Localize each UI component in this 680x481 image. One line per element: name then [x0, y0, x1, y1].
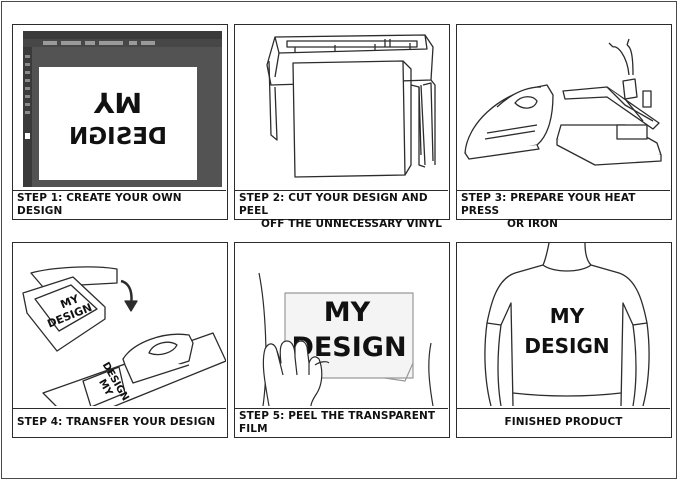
design-software-window-icon: MY DESIGN	[13, 25, 226, 188]
step-4-caption-text: STEP 4: TRANSFER YOUR DESIGN	[17, 416, 216, 428]
step-2-caption-line2: OFF THE UNNECESSARY VINYL	[260, 218, 442, 230]
step-3-caption-line1: STEP 3: PREPARE YOUR HEAT PRESS	[461, 192, 636, 217]
step-4-panel: MY DESIGN MY DESIGN STEP 4: TRANSFER YOU…	[12, 242, 228, 438]
step-2-caption-line1: STEP 2: CUT YOUR DESIGN AND PEEL	[239, 192, 428, 217]
finished-product-panel: MY DESIGN FINISHED PRODUCT	[456, 242, 672, 438]
heat-press-and-iron-icon	[457, 25, 670, 188]
design-text-design: DESIGN	[69, 124, 167, 150]
step-1-caption: STEP 1: CREATE YOUR OWN DESIGN	[13, 190, 226, 218]
step-2-panel: STEP 2: CUT YOUR DESIGN AND PEEL OFF THE…	[234, 24, 450, 230]
clothes-iron-icon	[464, 84, 554, 160]
finished-product-caption: FINISHED PRODUCT	[457, 408, 670, 436]
film-text-design: DESIGN	[291, 332, 406, 363]
shirt-text-design: DESIGN	[524, 334, 609, 358]
step-5-caption-text: STEP 5: PEEL THE TRANSPARENT FILM	[239, 409, 436, 435]
hand-peeling-film-icon: MY DESIGN	[235, 243, 448, 406]
t-shirt-on-person-icon: MY DESIGN	[457, 243, 670, 406]
step-5-caption: STEP 5: PEEL THE TRANSPARENT FILM	[235, 408, 448, 436]
finished-product-caption-text: FINISHED PRODUCT	[504, 416, 623, 428]
step-5-panel: MY DESIGN STEP 5: PEEL THE TRANSPARENT F…	[234, 242, 450, 438]
step-1-caption-text: STEP 1: CREATE YOUR OWN DESIGN	[17, 191, 182, 217]
step-3-panel: STEP 3: PREPARE YOUR HEAT PRESS OR IRON	[456, 24, 672, 230]
heat-press-machine-icon	[556, 38, 662, 166]
design-text-my: MY	[93, 86, 142, 119]
film-text-my: MY	[324, 297, 371, 328]
step-2-caption: STEP 2: CUT YOUR DESIGN AND PEEL OFF THE…	[235, 190, 448, 230]
shirt-text-my: MY	[550, 304, 585, 328]
step-3-caption: STEP 3: PREPARE YOUR HEAT PRESS OR IRON	[457, 190, 670, 230]
transfer-design-icon: MY DESIGN MY DESIGN	[13, 243, 226, 406]
step-3-caption-line2: OR IRON	[507, 218, 559, 230]
vinyl-cutter-plotter-icon	[235, 25, 448, 188]
step-4-caption: STEP 4: TRANSFER YOUR DESIGN	[13, 408, 226, 436]
step-1-panel: MY DESIGN STEP 1: CREATE YOUR OWN DESIGN	[12, 24, 228, 220]
